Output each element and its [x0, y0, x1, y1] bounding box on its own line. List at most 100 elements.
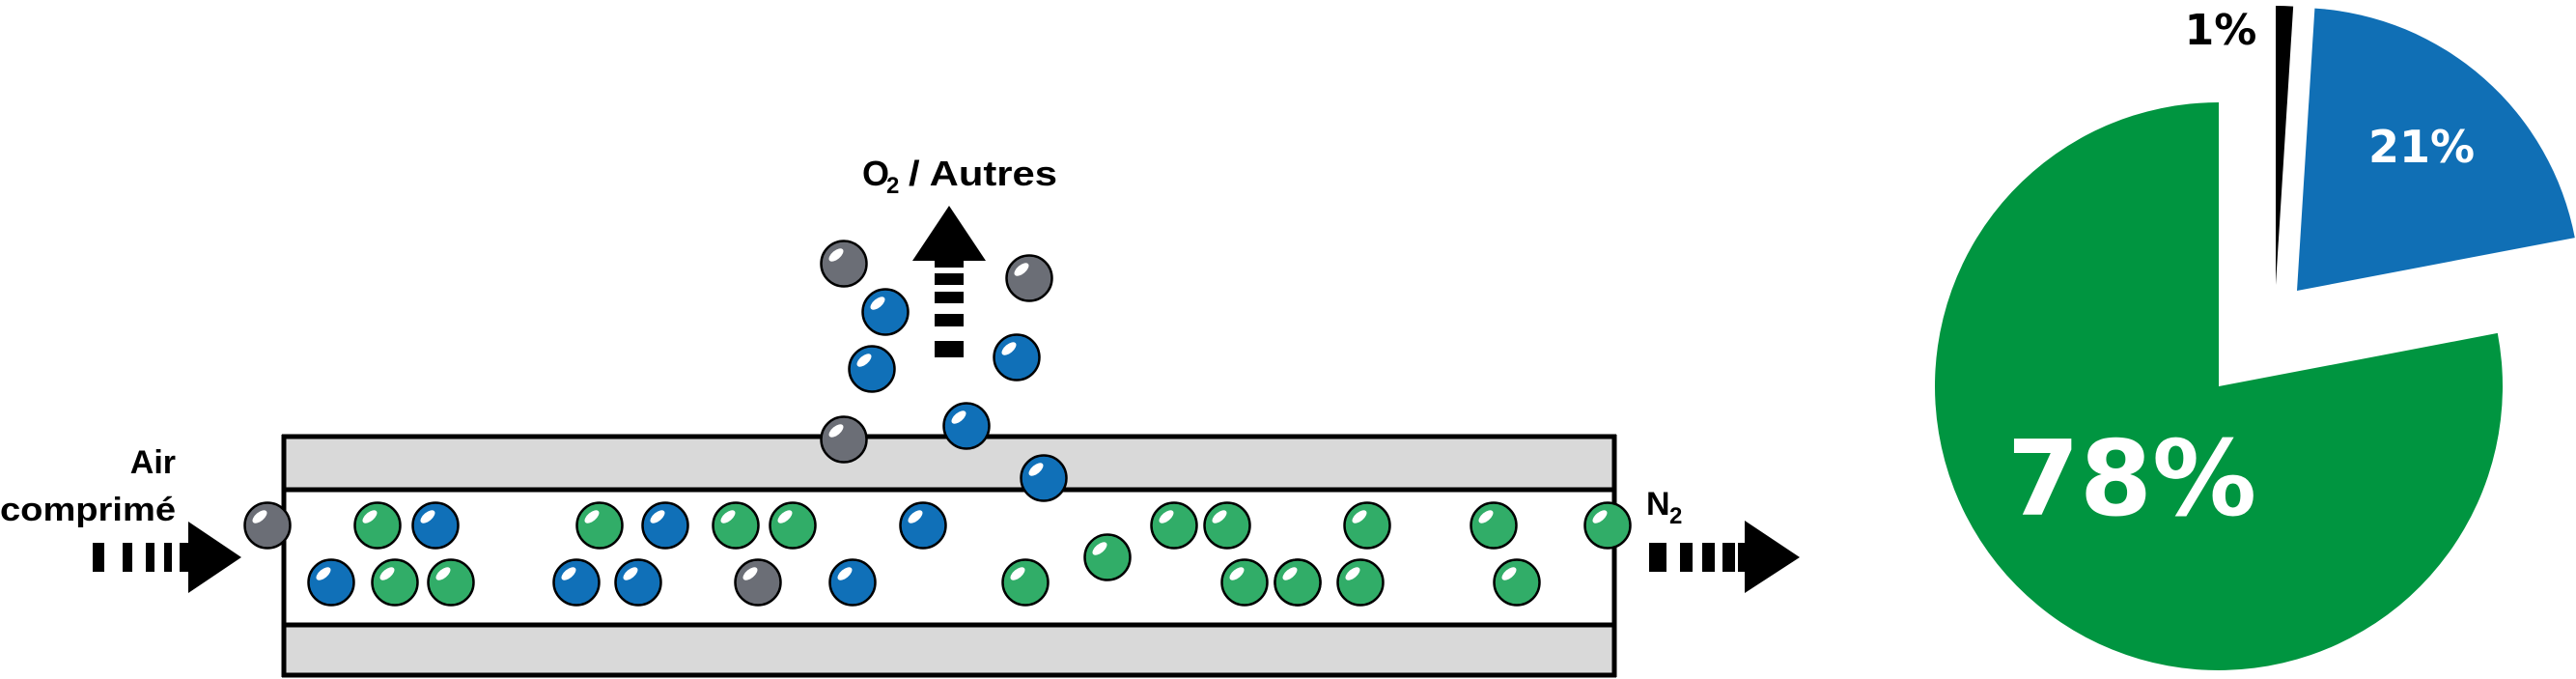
- molecule-ball: [243, 501, 292, 550]
- molecule-nitrogen: [427, 558, 475, 607]
- molecule-oxygen: [1020, 454, 1068, 502]
- molecule-nitrogen: [1220, 558, 1269, 607]
- molecule-ball: [1343, 501, 1391, 550]
- inlet-label-line2: comprimé: [0, 492, 176, 528]
- molecule-nitrogen: [1583, 501, 1632, 550]
- molecule-oxygen: [942, 402, 991, 450]
- molecule-highlight: [828, 424, 844, 438]
- molecule-highlight: [1478, 510, 1494, 523]
- molecule-nitrogen: [1493, 558, 1541, 607]
- molecule-highlight: [1010, 567, 1025, 580]
- molecule-oxygen: [411, 501, 460, 550]
- molecule-highlight: [742, 567, 758, 580]
- molecule-ball: [641, 501, 689, 550]
- molecule-nitrogen: [712, 501, 760, 550]
- molecule-other: [820, 415, 868, 464]
- molecule-ball: [769, 501, 817, 550]
- pie-slice-autres: [2276, 6, 2294, 285]
- molecule-ball: [1470, 501, 1518, 550]
- molecule-nitrogen: [1274, 558, 1322, 607]
- molecule-ball: [734, 558, 782, 607]
- molecule-ball: [828, 558, 877, 607]
- molecule-ball: [307, 558, 355, 607]
- molecule-nitrogen: [1001, 558, 1050, 607]
- molecule-ball: [1005, 254, 1053, 302]
- molecule-highlight: [856, 354, 872, 367]
- molecule-oxygen: [641, 501, 689, 550]
- permeate-label-subscript: 2: [886, 173, 899, 199]
- molecule-ball: [820, 240, 868, 288]
- molecule-ball: [427, 558, 475, 607]
- molecule-ball: [1083, 533, 1132, 581]
- molecule-other: [1005, 254, 1053, 302]
- molecule-ball: [353, 501, 402, 550]
- molecule-ball: [1220, 558, 1269, 607]
- molecule-highlight: [1159, 510, 1174, 523]
- molecule-nitrogen: [769, 501, 817, 550]
- outlet-label-n: N: [1646, 486, 1670, 523]
- molecule-nitrogen: [371, 558, 419, 607]
- permeate-label-o: O: [862, 154, 889, 193]
- composition-pie-chart: 78%21%1%: [1935, 6, 2575, 671]
- molecule-highlight: [316, 567, 331, 580]
- molecule-oxygen: [552, 558, 601, 607]
- molecule-highlight: [1345, 567, 1360, 580]
- inlet-arrow-icon: [93, 522, 241, 593]
- molecule-oxygen: [848, 345, 896, 393]
- pie-slice-o2: [2297, 8, 2575, 292]
- molecules: [243, 240, 1632, 607]
- molecule-other: [243, 501, 292, 550]
- molecule-oxygen: [614, 558, 662, 607]
- molecule-highlight: [1282, 567, 1298, 580]
- molecule-highlight: [379, 567, 395, 580]
- molecule-ball: [575, 501, 624, 550]
- molecule-highlight: [650, 510, 665, 523]
- molecule-ball: [1274, 558, 1322, 607]
- molecule-nitrogen: [575, 501, 624, 550]
- molecule-ball: [820, 415, 868, 464]
- molecule-ball: [899, 501, 947, 550]
- molecule-ball: [848, 345, 896, 393]
- pie-label-n2: 78%: [2007, 419, 2257, 540]
- molecule-highlight: [1092, 542, 1107, 555]
- molecule-ball: [942, 402, 991, 450]
- inlet-label-line1: Air: [130, 444, 176, 481]
- molecule-oxygen: [828, 558, 877, 607]
- molecule-ball: [712, 501, 760, 550]
- membrane-tube: [281, 434, 1617, 678]
- molecule-highlight: [908, 510, 923, 523]
- molecule-highlight: [584, 510, 600, 523]
- molecule-ball: [371, 558, 419, 607]
- permeate-label: O 2 / Autres: [862, 154, 1057, 199]
- core-channel: [284, 490, 1614, 625]
- molecule-highlight: [720, 510, 736, 523]
- molecule-ball: [1203, 501, 1251, 550]
- molecule-nitrogen: [1150, 501, 1198, 550]
- molecule-ball: [1583, 501, 1632, 550]
- molecule-other: [820, 240, 868, 288]
- molecule-oxygen: [861, 288, 910, 336]
- molecule-highlight: [837, 567, 853, 580]
- molecule-nitrogen: [1470, 501, 1518, 550]
- outlet-label: N 2: [1646, 486, 1682, 529]
- molecule-highlight: [623, 567, 638, 580]
- lower-membrane-band: [284, 625, 1614, 675]
- molecule-highlight: [420, 510, 435, 523]
- molecule-highlight: [1212, 510, 1227, 523]
- molecule-nitrogen: [1203, 501, 1251, 550]
- pie-label-o2: 21%: [2368, 121, 2475, 173]
- outlet-label-subscript: 2: [1669, 503, 1682, 529]
- molecule-highlight: [252, 510, 267, 523]
- permeate-label-rest: / Autres: [909, 154, 1057, 193]
- upper-membrane-band: [284, 438, 1614, 490]
- molecule-oxygen: [899, 501, 947, 550]
- molecule-highlight: [951, 410, 966, 424]
- molecule-ball: [1020, 454, 1068, 502]
- permeate-arrow-icon: [912, 206, 986, 357]
- molecule-highlight: [1501, 567, 1517, 580]
- molecule-ball: [1493, 558, 1541, 607]
- molecule-nitrogen: [1083, 533, 1132, 581]
- molecule-highlight: [777, 510, 793, 523]
- molecule-nitrogen: [1336, 558, 1385, 607]
